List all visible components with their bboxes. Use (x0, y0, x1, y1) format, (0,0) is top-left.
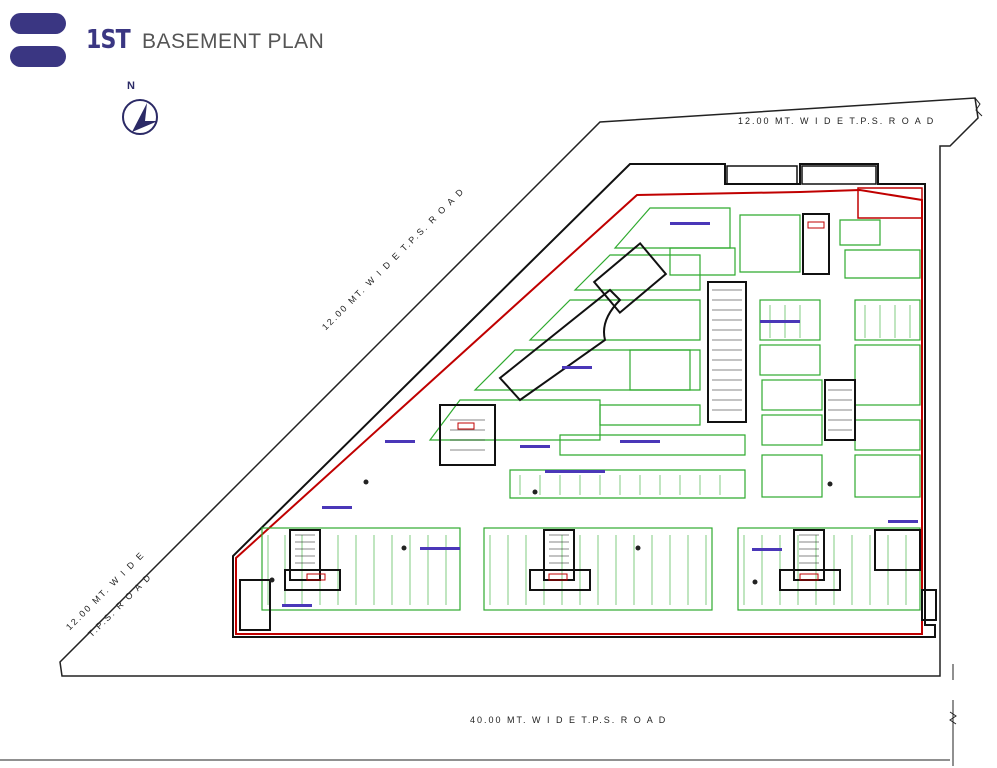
zone-labels (282, 222, 918, 607)
building-outline (232, 163, 936, 638)
logo-bar-bottom (10, 46, 66, 67)
site-boundary (59, 97, 979, 677)
accessibility-icons (269, 479, 833, 585)
plan-title: BASEMENT PLAN (142, 30, 325, 53)
page-title: 1ST BASEMENT PLAN (86, 25, 324, 55)
north-arrow-icon (122, 99, 158, 135)
logo-bar-top (10, 13, 66, 34)
top-service-rooms (726, 165, 923, 219)
stair-treads (295, 289, 852, 564)
road-label-bottom: 40.00 MT. W I D E T.P.S. R O A D (470, 715, 668, 725)
parking-zones (261, 207, 921, 611)
basement-boundary (235, 188, 923, 635)
road-label-top: 12.00 MT. W I D E T.P.S. R O A D (738, 116, 936, 126)
compass-label: N (127, 80, 135, 92)
brand-logo (10, 13, 66, 69)
lift-labels (306, 221, 825, 581)
